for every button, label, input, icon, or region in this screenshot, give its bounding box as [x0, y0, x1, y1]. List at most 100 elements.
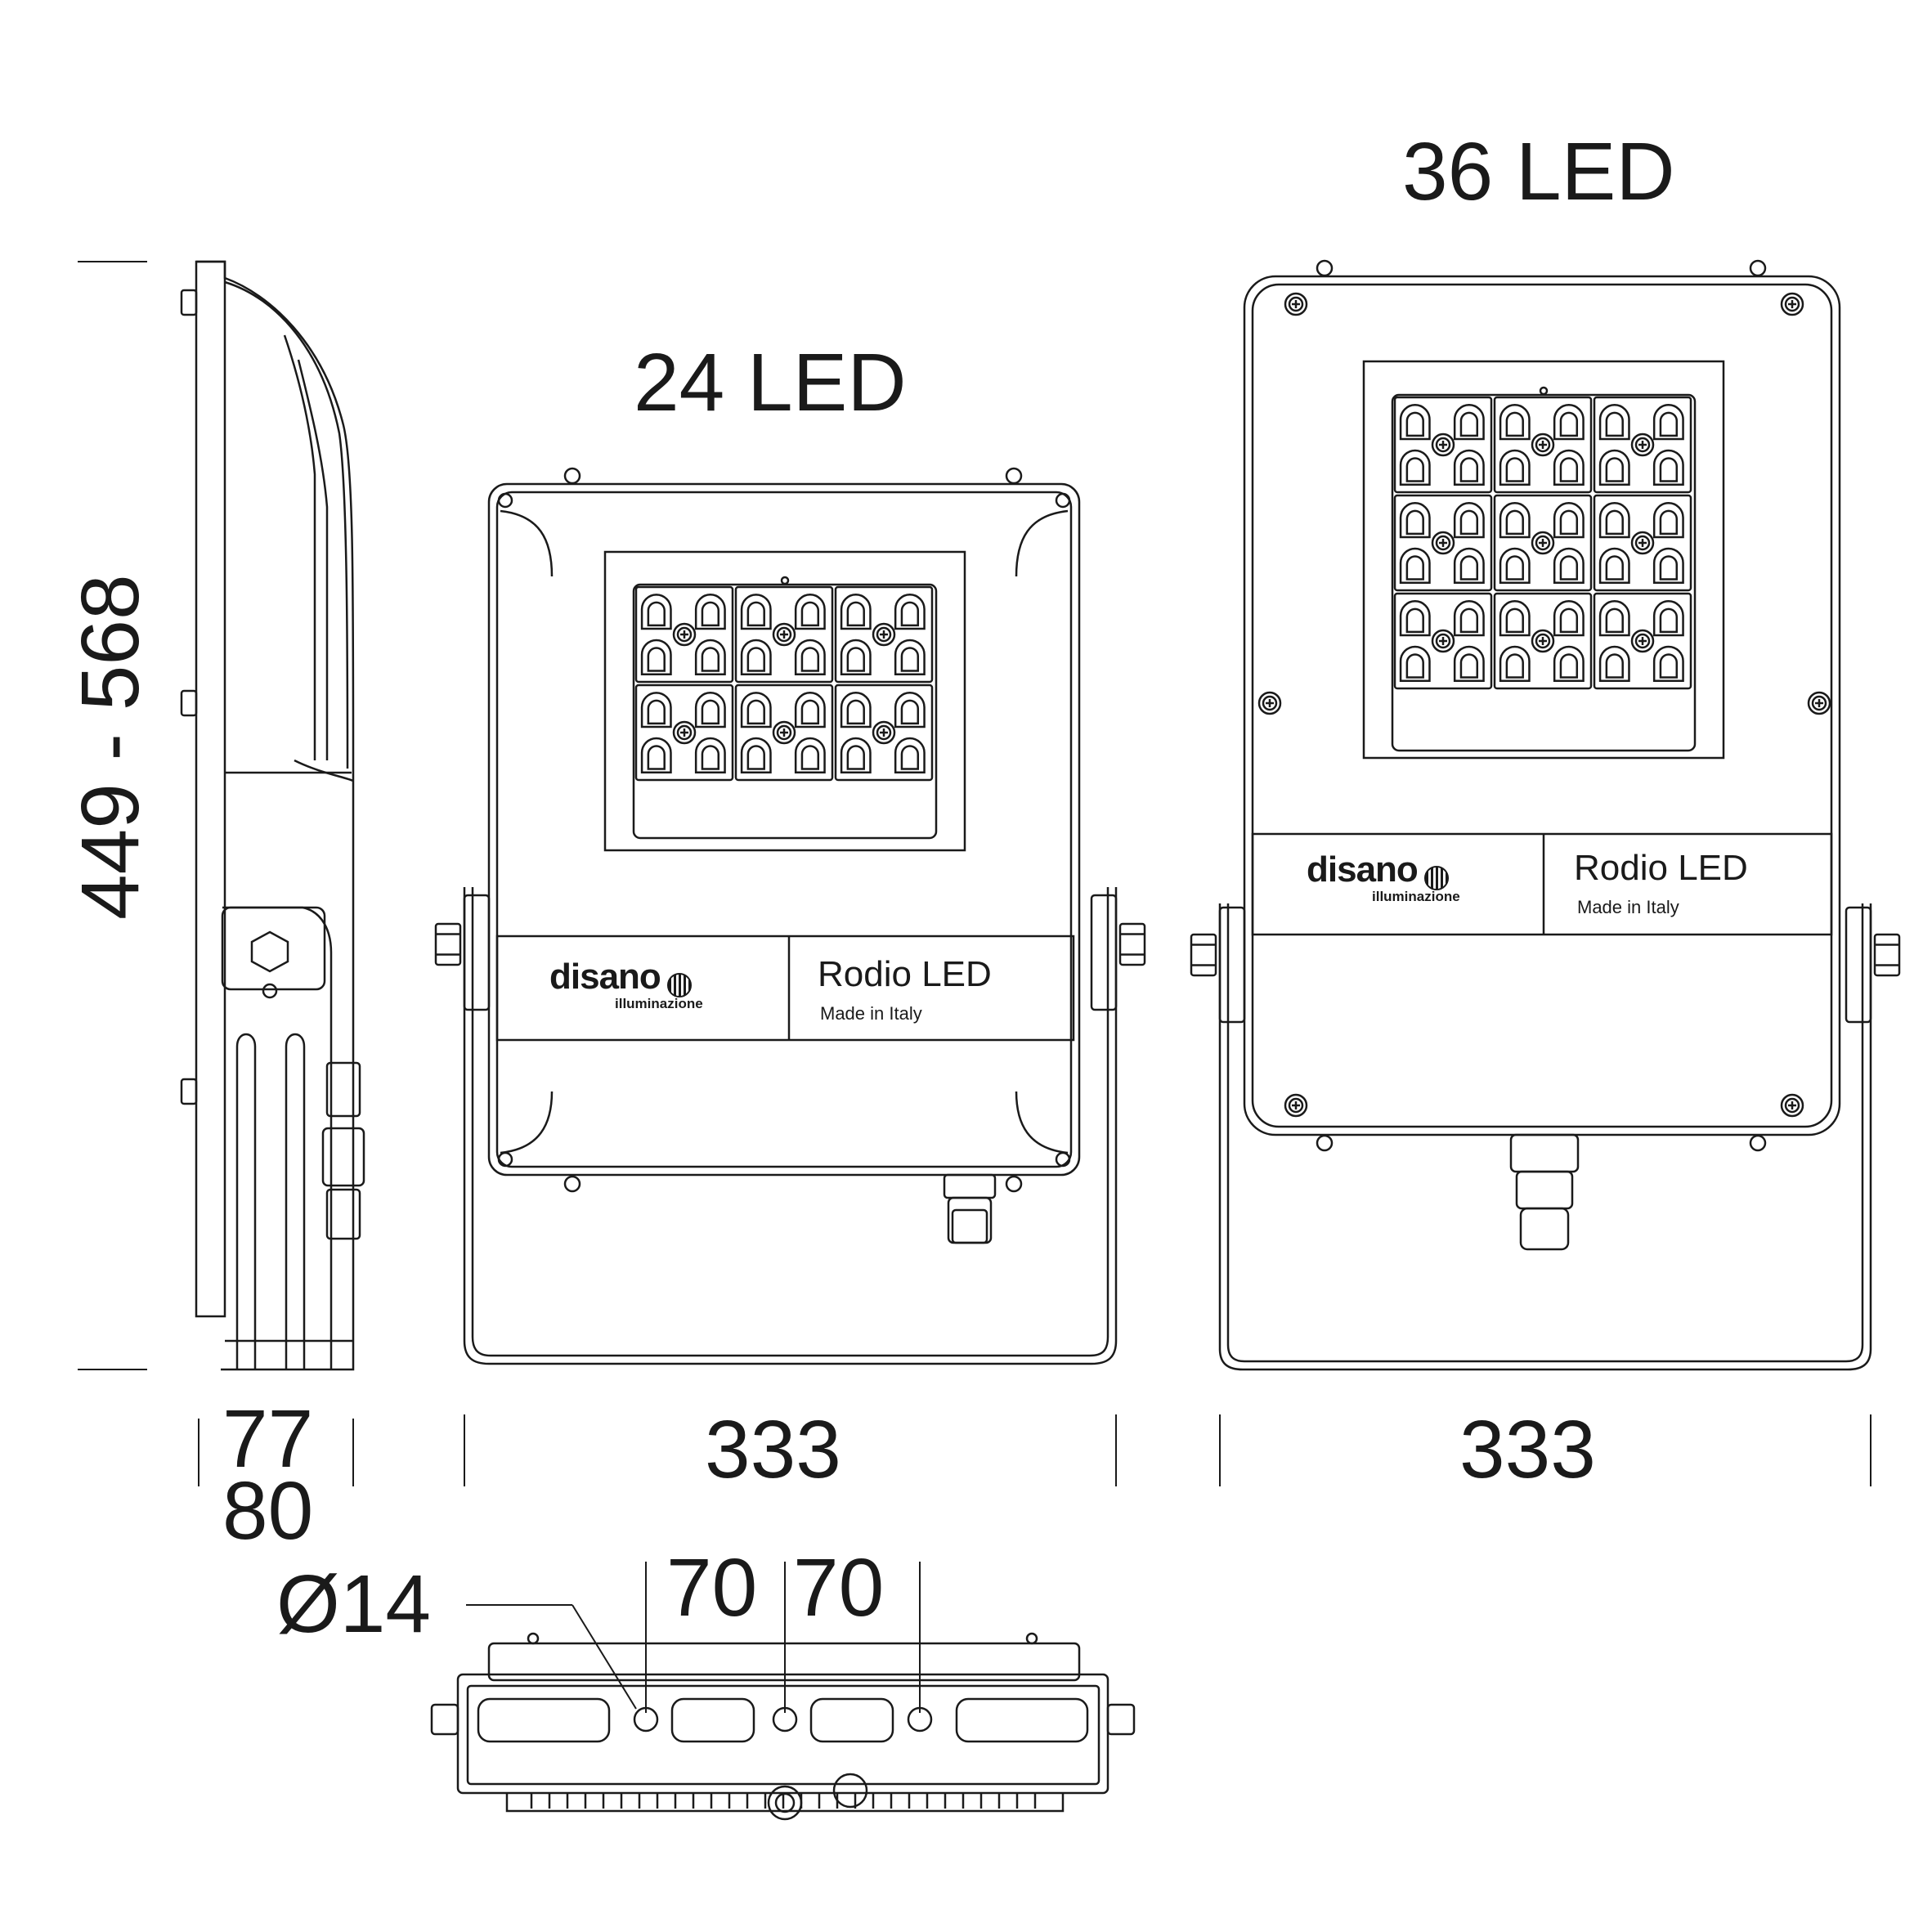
housing-seam-curve: [294, 759, 354, 782]
screw-icon-inner: [1435, 633, 1451, 649]
led-lens: [794, 692, 826, 728]
mounting-plate: [195, 260, 226, 1318]
brand-subtitle: illuminazione: [1372, 889, 1460, 904]
mounting-bracket-inner: [1226, 903, 1864, 1363]
led-lens-inner: [900, 745, 920, 770]
cable-gland-base: [1509, 1133, 1580, 1173]
variant-36-heading: 36 LED: [1402, 126, 1675, 217]
nut-icon: [1118, 922, 1146, 966]
led-lens: [1553, 547, 1585, 584]
led-lens: [1453, 404, 1485, 441]
variant-24-heading: 24 LED: [634, 337, 907, 428]
bottom-lug: [1025, 1632, 1038, 1645]
hole-diameter-dimension: Ø14: [276, 1558, 432, 1650]
screw-icon-inner: [676, 724, 693, 741]
led-lens: [1499, 502, 1531, 539]
housing-inner-outline: [1251, 283, 1833, 1128]
led-lens-inner: [1405, 411, 1424, 437]
led-lens-inner: [1505, 555, 1524, 580]
fixing-hole: [772, 1706, 798, 1733]
led-lens: [894, 737, 926, 773]
screw-icon: [872, 622, 896, 647]
led-lens-inner: [1505, 653, 1524, 679]
led-board: [632, 583, 938, 840]
led-lens-inner: [1659, 607, 1679, 634]
screw-icon: [1257, 691, 1282, 715]
led-lens: [1453, 449, 1485, 486]
optic-window: [1362, 360, 1725, 760]
led-lens: [1598, 600, 1630, 637]
led-lens-inner: [800, 745, 820, 770]
origin-text-24: Made in Italy: [820, 1003, 922, 1024]
bracket-pivot-left: [463, 894, 491, 1011]
led-lens: [1598, 404, 1630, 441]
screw-icon: [1431, 433, 1455, 457]
led-lens: [740, 737, 772, 773]
bracket-pivot-left: [1218, 906, 1246, 1024]
led-module: [1393, 592, 1493, 690]
screw-icon-inner: [876, 724, 892, 741]
led-lens: [794, 639, 826, 675]
corner-screw: [497, 1151, 513, 1168]
depth-dimension-a: 77: [222, 1393, 314, 1485]
led-lens: [1553, 404, 1585, 441]
housing-profile: [196, 260, 355, 1371]
led-module: [834, 585, 934, 684]
led-lens: [894, 639, 926, 675]
vent-slot: [809, 1697, 894, 1743]
led-lens-inner: [647, 699, 666, 725]
led-lens: [794, 594, 826, 630]
led-lens-inner: [746, 745, 765, 770]
led-lens-inner: [746, 601, 765, 627]
led-lens: [1553, 449, 1585, 486]
led-lens: [694, 737, 726, 773]
led-lens: [1598, 645, 1630, 682]
led-lens: [1399, 645, 1431, 682]
led-lens: [840, 692, 872, 728]
brand-logo-24: disano illuminazione: [549, 959, 703, 1011]
led-lens-inner: [1559, 607, 1579, 634]
height-dimension: 449 - 568: [65, 574, 156, 920]
cable-entry: [767, 1785, 803, 1821]
housing-inner: [466, 1684, 1100, 1786]
led-lens: [840, 737, 872, 773]
led-lens: [1453, 547, 1485, 584]
bottom-lug: [527, 1632, 540, 1645]
bracket-slot: [235, 1033, 257, 1369]
led-lens-inner: [900, 699, 920, 725]
housing-top: [487, 1642, 1081, 1682]
hole-leader-diagonal: [572, 1604, 637, 1710]
led-lens: [894, 594, 926, 630]
led-lens: [1598, 547, 1630, 584]
led-lens-inner: [1459, 607, 1479, 634]
cable-gland-nut: [951, 1208, 988, 1244]
led-lens: [794, 737, 826, 773]
mounting-lug: [1749, 1134, 1767, 1152]
fin-line: [297, 359, 329, 760]
led-lens: [740, 639, 772, 675]
led-module: [734, 585, 834, 684]
led-lens: [640, 737, 672, 773]
led-lens-inner: [647, 601, 666, 627]
vent-slot: [477, 1697, 611, 1743]
led-lens-inner: [701, 699, 720, 725]
mounting-bracket: [1218, 903, 1872, 1371]
side-screw-head: [180, 1078, 198, 1105]
bracket-outline: [222, 906, 333, 1369]
led-lens: [1652, 502, 1684, 539]
bracket-slot: [285, 1033, 306, 1369]
led-lens-inner: [1405, 509, 1424, 536]
side-screw-head: [180, 289, 198, 316]
screw-icon-inner: [1811, 695, 1827, 711]
led-module: [1393, 396, 1493, 494]
sensor-dot: [780, 576, 790, 585]
led-module: [1593, 396, 1692, 494]
led-lens-inner: [846, 699, 865, 725]
screw-icon: [1780, 292, 1804, 316]
screw-icon: [772, 622, 796, 647]
led-module: [1593, 592, 1692, 690]
led-lens-inner: [1459, 653, 1479, 679]
screw-icon-inner: [1535, 437, 1551, 453]
